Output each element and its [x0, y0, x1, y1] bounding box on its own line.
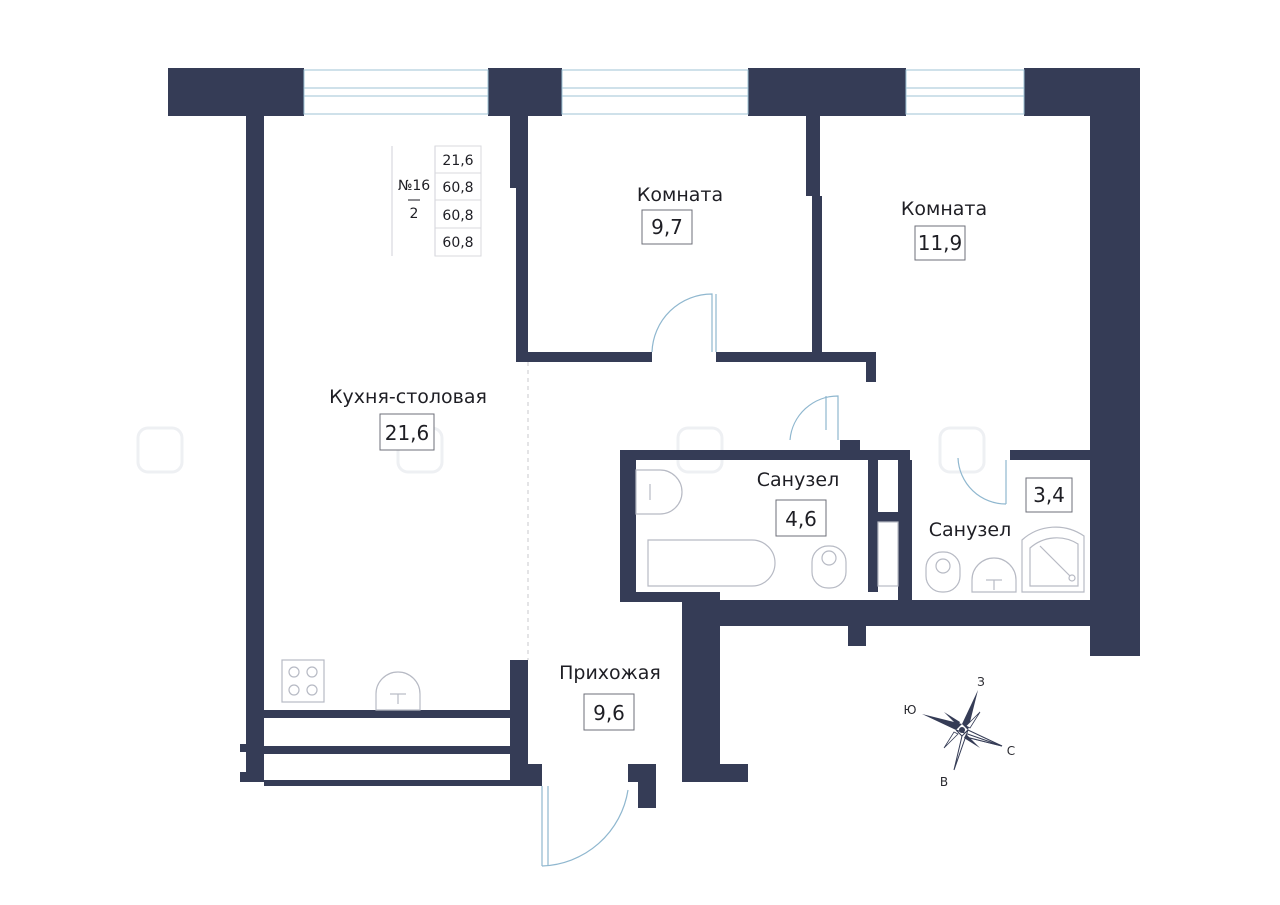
room-name: Санузел: [929, 519, 1012, 541]
room-name: Санузел: [757, 469, 840, 491]
watermark-logo-icon: [938, 426, 986, 474]
info-area: 60,8: [442, 235, 473, 251]
compass-south: Ю: [904, 703, 917, 717]
room-area: 4,6: [785, 507, 817, 531]
room-area: 11,9: [918, 231, 963, 255]
stove-icon: [281, 659, 325, 703]
apartment-info: №16 2 21,6 60,8 60,8 60,8: [391, 145, 482, 257]
room-area-box: [641, 209, 693, 245]
apartment-number: №16: [398, 178, 430, 194]
room-area-box: [1025, 477, 1073, 513]
room-name: Комната: [637, 184, 723, 206]
room-area-box: [775, 499, 827, 537]
fixtures: [281, 469, 1085, 711]
compass-west: З: [977, 675, 985, 689]
info-area: 21,6: [442, 153, 473, 169]
bathtub-icon: [647, 539, 776, 587]
compass-east: В: [940, 775, 948, 789]
room-name: Прихожая: [559, 662, 661, 684]
room-labels: Комната 9,7 Комната 11,9 Кухня-столовая …: [329, 184, 1073, 731]
toilet-icon: [925, 551, 961, 593]
niche: [877, 521, 899, 587]
walls: [168, 68, 1140, 808]
room-area-box: [583, 693, 635, 731]
info-area: 60,8: [442, 180, 473, 196]
bath-sink-icon: [635, 469, 683, 515]
room-name: Кухня-столовая: [329, 386, 487, 408]
compass-north: С: [1007, 744, 1015, 758]
shower-icon: [1021, 526, 1085, 593]
sink-icon: [375, 671, 421, 711]
toilet-icon: [811, 545, 847, 589]
bath-sink-icon: [971, 557, 1017, 593]
room-area: 9,6: [593, 701, 625, 725]
watermark-logo-icon: [136, 426, 184, 474]
room-name: Комната: [901, 198, 987, 220]
room-area: 21,6: [385, 421, 430, 445]
room-area: 3,4: [1033, 483, 1065, 507]
windows: [303, 69, 1025, 115]
room-area-box: [914, 225, 966, 261]
compass-rose-icon: [922, 690, 1003, 771]
room-area-box: [379, 413, 435, 451]
compass: З С В Ю: [904, 675, 1016, 789]
room-area: 9,7: [651, 215, 683, 239]
info-area: 60,8: [442, 208, 473, 224]
rooms-count: 2: [410, 206, 419, 222]
doors: [541, 293, 1007, 867]
